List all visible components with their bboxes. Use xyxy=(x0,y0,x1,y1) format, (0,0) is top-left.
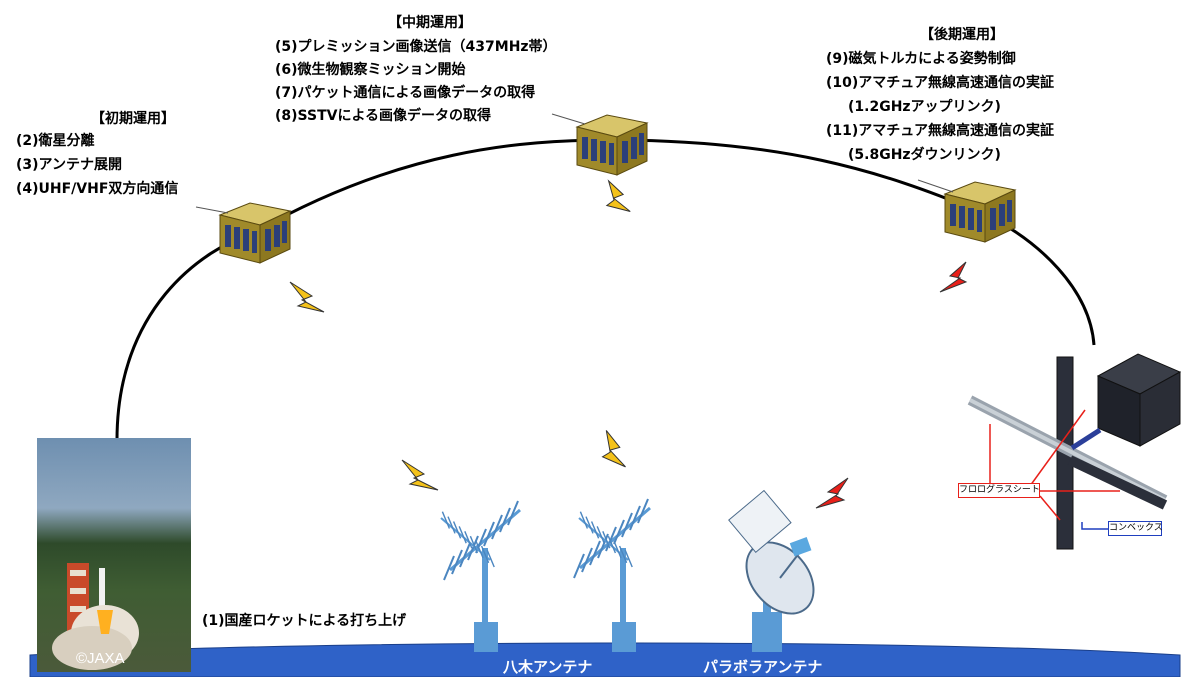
copyright-label: ©JAXA xyxy=(76,650,125,667)
lightning-bolt-icon xyxy=(289,281,325,313)
orbit-arc xyxy=(115,138,1096,441)
middle-item: (8)SSTVによる画像データの取得 xyxy=(275,108,492,124)
yagi-antenna-2 xyxy=(572,497,652,652)
late-item: (9)磁気トルカによる姿勢制御 xyxy=(826,51,1016,67)
middle-item: (6)微生物観察ミッション開始 xyxy=(275,62,466,78)
early-item: (4)UHF/VHF双方向通信 xyxy=(16,181,179,197)
callout-line-blue xyxy=(1081,522,1108,530)
parabola-antenna-label: パラボラアンテナ xyxy=(703,658,823,676)
satellite-detail xyxy=(967,353,1182,550)
launch-caption: (1)国産ロケットによる打ち上げ xyxy=(202,613,407,629)
middle-item: (5)プレミッション画像送信（437MHz帯） xyxy=(275,39,557,55)
rocket-launch-photo xyxy=(37,438,191,672)
satellite-antenna xyxy=(551,113,586,125)
convex-callout-box: コンベックス xyxy=(1108,521,1163,536)
late-item: (11)アマチュア無線高速通信の実証 xyxy=(826,123,1054,139)
lightning-bolt-icon xyxy=(605,179,631,213)
early-item: (3)アンテナ展開 xyxy=(16,157,122,173)
parabola-antenna xyxy=(728,489,815,652)
lightning-bolt-icon xyxy=(401,459,439,491)
lightning-bolt-icon xyxy=(939,261,968,293)
late-item: (10)アマチュア無線高速通信の実証 xyxy=(826,75,1054,91)
late-phase-header: 【後期運用】 xyxy=(920,27,1004,43)
satellite-middle xyxy=(576,114,648,176)
middle-item: (7)パケット通信による画像データの取得 xyxy=(275,85,536,101)
callout-lines-red xyxy=(989,409,1120,521)
late-item: (1.2GHzアップリンク) xyxy=(848,99,1001,115)
early-phase-header: 【初期運用】 xyxy=(91,111,175,127)
sheet-callout-box: フロログラスシート xyxy=(958,483,1040,498)
yagi-antenna-label: 八木アンテナ xyxy=(503,658,593,676)
satellite-early xyxy=(219,202,291,264)
middle-phase-header: 【中期運用】 xyxy=(388,15,472,31)
yagi-antenna-1 xyxy=(439,499,522,652)
satellite-antenna xyxy=(195,206,229,214)
early-item: (2)衛星分離 xyxy=(16,133,95,149)
satellite-antenna xyxy=(917,179,954,193)
satellite-late xyxy=(944,181,1016,243)
lightning-bolt-icon xyxy=(815,477,849,509)
earth-surface xyxy=(29,642,1181,677)
late-item: (5.8GHzダウンリンク) xyxy=(848,147,1001,163)
lightning-bolt-icon xyxy=(601,430,626,468)
